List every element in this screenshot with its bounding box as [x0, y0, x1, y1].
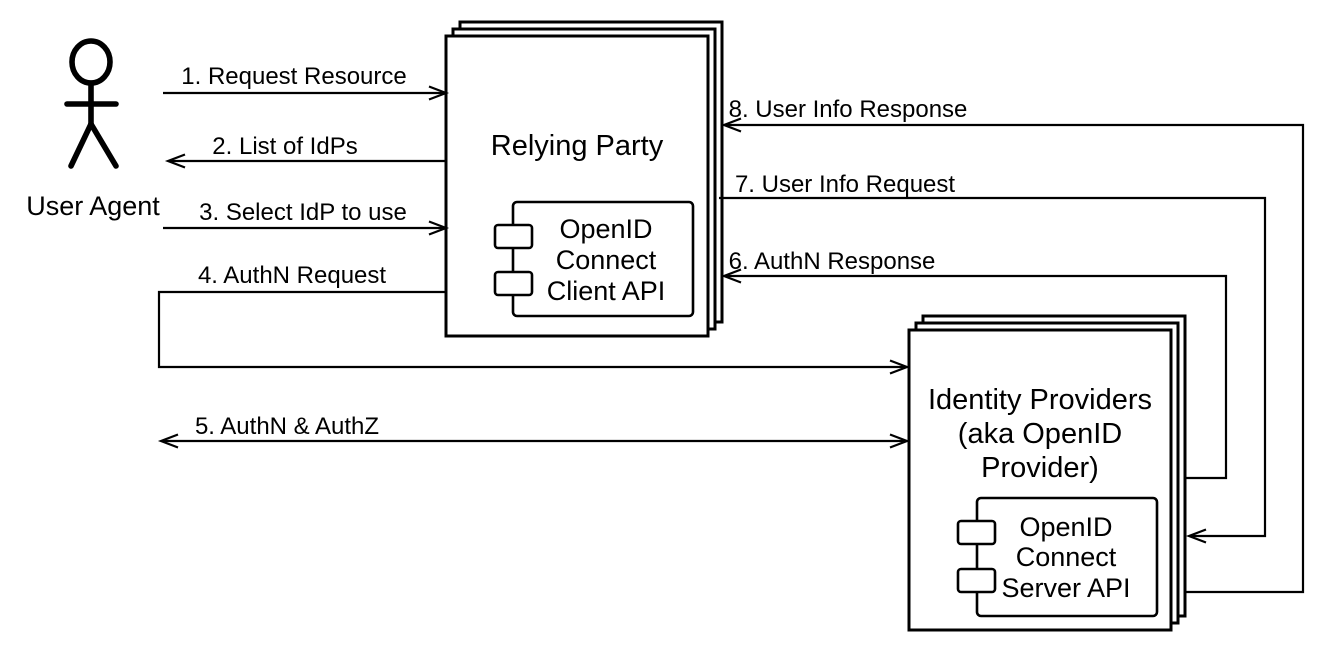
arrow-8-label: 8. User Info Response [729, 96, 968, 123]
identity-providers-title-line-3: Provider) [981, 452, 1099, 484]
arrow-3-select-idp: 3. Select IdP to use [163, 199, 450, 236]
server-api-line-2: Connect [1016, 542, 1117, 572]
arrow-4-authn-request: 4. AuthN Request [157, 262, 911, 375]
arrowhead-right-icon [889, 359, 911, 375]
component-port-icon [956, 567, 997, 594]
identity-providers-title-line-2: (aka OpenID [958, 418, 1122, 450]
arrow-6-authn-response: 6. AuthN Response [720, 248, 1228, 480]
component-port-icon [956, 519, 997, 546]
user-agent-actor: User Agent [26, 38, 160, 221]
client-api-line-3: Client API [547, 276, 666, 306]
relying-party-node: Relying Party OpenID Connect Client API [444, 20, 724, 338]
client-api-line-2: Connect [556, 245, 657, 275]
arrow-8-user-info-response: 8. User Info Response [720, 96, 1305, 594]
arrowhead-left-icon [157, 433, 179, 449]
arrowhead-left-icon [720, 117, 742, 133]
identity-providers-component: OpenID Connect Server API [956, 496, 1159, 618]
arrowhead-left-icon [164, 153, 186, 169]
relying-party-title: Relying Party [491, 130, 664, 162]
arrow-1-label: 1. Request Resource [181, 63, 406, 90]
arrow-line [157, 290, 905, 369]
arrow-1-request-resource: 1. Request Resource [163, 63, 450, 101]
component-port-icon [493, 223, 534, 250]
component-port-icon [493, 270, 534, 297]
actor-right-leg-icon [88, 121, 119, 169]
arrow-line [719, 196, 1267, 538]
server-api-component-box [975, 496, 1159, 618]
arrow-5-authn-authz: 5. AuthN & AuthZ [157, 413, 911, 449]
identity-providers-node: Identity Providers (aka OpenID Provider)… [907, 314, 1187, 632]
server-api-line-1: OpenID [1019, 512, 1112, 542]
arrowhead-left-icon [720, 268, 742, 284]
arrow-7-label: 7. User Info Request [735, 171, 955, 198]
arrowhead-right-icon [889, 433, 911, 449]
arrow-7-user-info-request: 7. User Info Request [719, 171, 1267, 544]
server-api-line-3: Server API [1001, 573, 1130, 603]
client-api-line-1: OpenID [559, 214, 652, 244]
identity-providers-title-line-1: Identity Providers [928, 384, 1152, 416]
arrowhead-right-icon [428, 220, 450, 236]
relying-party-component: OpenID Connect Client API [493, 200, 695, 318]
arrow-line [726, 274, 1228, 480]
arrowhead-left-icon [1185, 528, 1207, 544]
actor-head-icon [69, 38, 113, 86]
arrow-line [726, 123, 1305, 594]
actor-left-leg-icon [68, 121, 94, 169]
arrow-3-label: 3. Select IdP to use [199, 199, 407, 226]
arrow-5-label: 5. AuthN & AuthZ [195, 413, 379, 440]
arrow-2-list-of-idps: 2. List of IdPs [164, 133, 446, 169]
client-api-component-box [511, 200, 695, 318]
arrow-2-label: 2. List of IdPs [212, 133, 357, 160]
arrow-4-label: 4. AuthN Request [198, 262, 386, 289]
arrow-6-label: 6. AuthN Response [729, 248, 936, 275]
arrowhead-right-icon [428, 85, 450, 101]
user-agent-label: User Agent [26, 191, 160, 221]
